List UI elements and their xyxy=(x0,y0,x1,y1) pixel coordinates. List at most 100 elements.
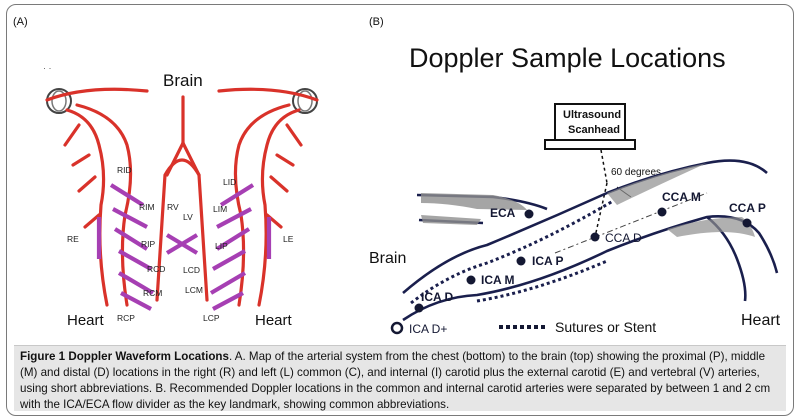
figure-frame: (A) Brain Heart Heart xyxy=(6,4,794,416)
carotid-vessel xyxy=(402,159,779,322)
label-ica-d-plus: ICA D+ xyxy=(409,322,447,336)
centerline xyxy=(554,192,708,254)
label-lcp: LCP xyxy=(203,313,220,323)
marker-lcm xyxy=(209,271,247,295)
marker-lv xyxy=(165,233,199,255)
brain-label-a: Brain xyxy=(163,71,203,90)
cca-plaque-upper xyxy=(607,163,707,205)
label-rcd: RCD xyxy=(147,264,165,274)
label-cca-d: CCA D xyxy=(605,231,642,245)
label-eca: ECA xyxy=(490,206,516,220)
doppler-beam-lower xyxy=(594,182,608,238)
label-cca-p: CCA P xyxy=(729,201,766,215)
heart-label-right: Heart xyxy=(255,312,293,329)
label-rip: RIP xyxy=(141,239,156,249)
label-re: RE xyxy=(67,234,79,244)
artery-right-outer xyxy=(65,108,109,307)
point-labels: ECA CCA M CCA P ICA P ICA M ICA D xyxy=(421,190,766,304)
right-eye-inner-icon xyxy=(297,90,313,112)
artery-branch-r3 xyxy=(77,175,97,193)
marker-rcd xyxy=(117,249,153,271)
suture-line-upper xyxy=(410,199,614,305)
point-ica-d xyxy=(414,303,424,313)
label-rim: RIM xyxy=(139,202,155,212)
label-lcd: LCD xyxy=(183,265,200,275)
eca-plaque-lower xyxy=(421,215,481,225)
label-rid: RID xyxy=(117,165,132,175)
panel-a-dots: · · xyxy=(43,63,52,73)
marker-lid xyxy=(219,183,255,207)
artery-branch-l2 xyxy=(275,153,295,167)
marker-rid xyxy=(109,183,145,207)
marker-rcp xyxy=(120,291,152,311)
scanhead-base xyxy=(544,139,636,150)
label-rcp: RCP xyxy=(117,313,135,323)
marker-lcp xyxy=(212,291,244,311)
artery-basilar-left xyxy=(165,141,185,177)
label-lim: LIM xyxy=(213,204,227,214)
left-eye-inner-icon xyxy=(51,90,67,112)
suture-line-lower xyxy=(476,259,608,303)
location-markers xyxy=(96,183,272,311)
angle-label: 60 degrees xyxy=(611,167,661,178)
artery-branch-r4 xyxy=(83,213,101,229)
artery-vertebral xyxy=(155,158,209,302)
label-lv: LV xyxy=(183,212,193,222)
artery-left-inner xyxy=(233,103,291,307)
caption-title: Figure 1 Doppler Waveform Locations xyxy=(20,350,229,363)
label-rcm: RCM xyxy=(143,288,162,298)
label-lcm: LCM xyxy=(185,285,203,295)
marker-rcm xyxy=(117,271,155,295)
vessel-lower-wall xyxy=(402,215,779,322)
heart-label-left: Heart xyxy=(67,312,105,329)
artery-head-left xyxy=(45,87,149,102)
sample-points xyxy=(414,207,752,313)
panel-b-title: Doppler Sample Locations xyxy=(409,43,726,73)
artery-branch-l1 xyxy=(285,123,303,147)
brain-label-b: Brain xyxy=(369,250,406,267)
point-cca-p xyxy=(742,218,752,228)
panel-b-label: (B) xyxy=(369,16,384,28)
label-lid: LID xyxy=(223,177,236,187)
doppler-beam xyxy=(600,149,608,184)
cca-plaque-lower xyxy=(667,217,755,237)
label-cca-m: CCA M xyxy=(662,190,701,204)
artery-left-outer xyxy=(257,108,301,307)
label-ica-m: ICA M xyxy=(481,273,515,287)
panel-a-label: (A) xyxy=(13,16,28,28)
artery-branch-r2 xyxy=(71,153,91,167)
label-rv: RV xyxy=(167,202,179,212)
marker-rip xyxy=(113,227,149,251)
marker-lcd xyxy=(211,249,247,271)
figure-artwork: (A) Brain Heart Heart xyxy=(13,16,781,336)
label-lip: LIP xyxy=(215,241,228,251)
scanhead-label-1: Ultrasound xyxy=(563,109,621,121)
artery-basilar-right xyxy=(181,141,201,177)
point-ica-m xyxy=(466,275,476,285)
figure-caption: Figure 1 Doppler Waveform Locations. A. … xyxy=(14,345,786,411)
marker-rim xyxy=(112,207,148,229)
point-cca-d xyxy=(590,232,600,242)
label-ica-p: ICA P xyxy=(532,254,564,268)
point-ica-d-plus xyxy=(390,321,404,335)
legend-suture-label: Sutures or Stent xyxy=(555,319,656,335)
marker-lip xyxy=(215,227,251,251)
panel-b: (B) Doppler Sample Locations Ultrasound … xyxy=(369,16,781,336)
artery-branch-l3 xyxy=(269,175,289,193)
marker-labels: RID RIM RIP RCD RCM RCP RE RV LV LCD LCM… xyxy=(67,165,294,323)
artery-branch-r1 xyxy=(63,123,81,147)
point-eca xyxy=(524,209,534,219)
label-ica-d: ICA D xyxy=(421,290,454,304)
heart-label-b: Heart xyxy=(741,312,781,329)
artery-tree xyxy=(45,87,319,307)
panel-a: (A) Brain Heart Heart xyxy=(13,16,319,329)
eca-plaque xyxy=(421,193,527,210)
artery-right-inner xyxy=(75,103,133,307)
point-ica-p xyxy=(516,256,526,266)
scanhead-label-2: Scanhead xyxy=(568,124,620,136)
artery-head-right xyxy=(217,87,319,102)
marker-lim xyxy=(216,207,252,229)
point-cca-m xyxy=(657,207,667,217)
caption-text: . A. Map of the arterial system from the… xyxy=(20,350,771,411)
label-le: LE xyxy=(283,234,294,244)
